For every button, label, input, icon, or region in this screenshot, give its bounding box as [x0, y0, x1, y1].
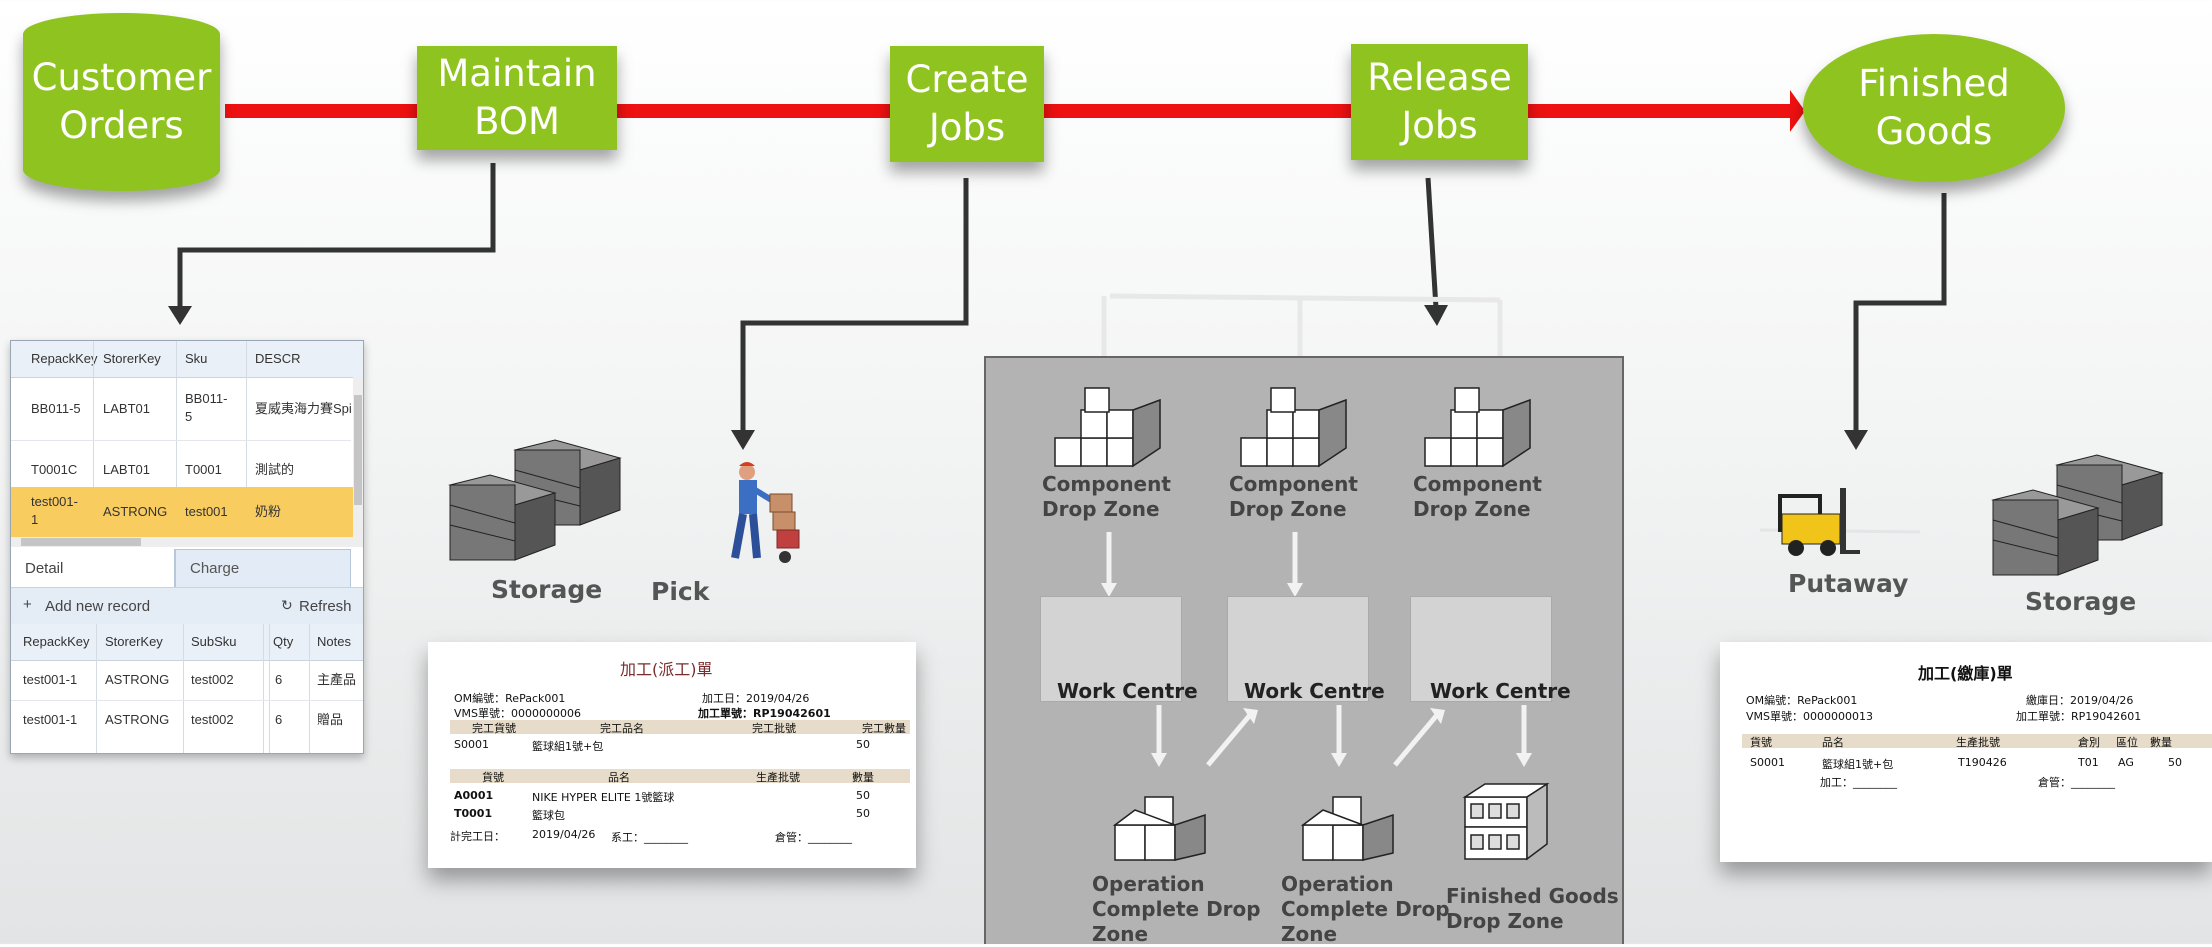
putaway-label: Putaway	[1788, 569, 1909, 598]
grid-col-header[interactable]: DESCR	[255, 351, 301, 366]
customer-orders-node: Customer Orders	[23, 13, 220, 191]
pick-label: Pick	[651, 577, 710, 606]
arrowhead-finished	[1844, 430, 1868, 450]
grid-toolbar: + Add new record ↻ Refresh	[11, 587, 363, 624]
work-centre-label-1: Work Centre	[1057, 679, 1198, 703]
arrowhead-bom	[168, 306, 192, 325]
table-row-selected[interactable]: test001- 1 ASTRONG test001 奶粉	[11, 487, 353, 537]
add-new-record-button[interactable]: Add new record	[45, 598, 151, 615]
tab-charge-label: Charge	[190, 560, 240, 577]
release-jobs-node: Release Jobs	[1351, 44, 1528, 160]
zone-arrowheads	[1101, 583, 1532, 767]
component-drop-zone-label-2: Component Drop Zone	[1229, 472, 1358, 521]
table-row[interactable]: test001-1 ASTRONG test002 6 贈品	[23, 712, 344, 727]
forklift-icon	[1759, 488, 1921, 556]
finished-goods-drop-zone-label: Finished Goods Drop Zone	[1446, 884, 1619, 933]
connector-release-to-zones	[1425, 177, 1439, 309]
storage-rack-icon-left	[448, 439, 622, 561]
tab-detail-label: Detail	[25, 560, 64, 577]
detail-col-header[interactable]: StorerKey	[105, 634, 163, 649]
grid-col-header[interactable]: Sku	[185, 351, 208, 366]
work-centre-label-2: Work Centre	[1244, 679, 1385, 703]
component-drop-zone-label-3: Component Drop Zone	[1413, 472, 1542, 521]
horizontal-scrollbar[interactable]	[11, 537, 363, 547]
connector-finished-to-putaway	[1853, 193, 1947, 430]
work-centre-box-1	[1040, 596, 1182, 702]
maintain-bom-node: Maintain BOM	[417, 46, 617, 150]
table-row[interactable]: BB011-5 LABT01 BB011- 5 夏威夷海力賽Spi	[31, 391, 352, 424]
table-row[interactable]: T0001C LABT01 T0001 測試的	[31, 462, 295, 477]
storage-label-left: Storage	[491, 575, 603, 604]
component-boxes-1	[1054, 387, 1161, 468]
work-order-form: 加工(派工)單 OM編號：RePack001 VMS單號：0000000006 …	[428, 642, 916, 868]
connector-create-to-pick	[740, 178, 969, 430]
vertical-scrollbar[interactable]	[353, 377, 363, 537]
operation-complete-label-2: Operation Complete Drop Zone	[1281, 872, 1450, 946]
operation-boxes-1	[1112, 796, 1206, 861]
storage-label-right: Storage	[2025, 587, 2137, 616]
detail-col-header[interactable]: Notes	[317, 634, 351, 649]
tab-charge[interactable]: Charge	[175, 549, 351, 589]
arrowhead-release	[1424, 305, 1448, 326]
finished-goods-node: Finished Goods	[1803, 34, 2065, 182]
detail-col-header[interactable]: SubSku	[191, 634, 237, 649]
zone-internal-arrows	[1106, 532, 1527, 767]
operation-complete-label-1: Operation Complete Drop Zone	[1092, 872, 1261, 946]
repack-grid-panel: RepackKey StorerKey Sku DESCR BB011-5 LA…	[10, 340, 364, 754]
refresh-button[interactable]: Refresh	[299, 598, 352, 615]
add-icon[interactable]: +	[23, 596, 32, 613]
create-jobs-node: Create Jobs	[890, 46, 1044, 162]
connector-bom-to-grid	[177, 163, 496, 308]
grid-col-header[interactable]: RepackKey	[31, 351, 98, 366]
storage-rack-icon-right	[1991, 454, 2164, 576]
work-centre-box-3	[1410, 596, 1552, 702]
table-row[interactable]: test001-1 ASTRONG test002 6 主產品	[23, 672, 357, 687]
component-boxes-3	[1424, 387, 1531, 468]
finished-goods-boxes	[1462, 782, 1550, 861]
arrowhead-create	[731, 430, 755, 450]
component-drop-zone-label-1: Component Drop Zone	[1042, 472, 1171, 521]
grid-col-header[interactable]: StorerKey	[103, 351, 161, 366]
form-title: 加工(繳庫)單	[1918, 664, 2013, 683]
work-centre-label-3: Work Centre	[1430, 679, 1571, 703]
component-boxes-2	[1240, 387, 1347, 468]
picker-icon	[731, 462, 800, 563]
operation-boxes-2	[1300, 796, 1394, 861]
form-title: 加工(派工)單	[620, 660, 713, 679]
work-centre-box-2	[1227, 596, 1369, 702]
refresh-icon[interactable]: ↻	[281, 597, 293, 613]
detail-col-header[interactable]: RepackKey	[23, 634, 90, 649]
grid-header-bar	[11, 341, 363, 378]
detail-col-header[interactable]: Qty	[273, 634, 294, 649]
tab-detail[interactable]: Detail	[11, 549, 175, 587]
stock-in-form: 加工(繳庫)單 OM編號：RePack001 VMS單號：0000000013 …	[1720, 642, 2212, 862]
